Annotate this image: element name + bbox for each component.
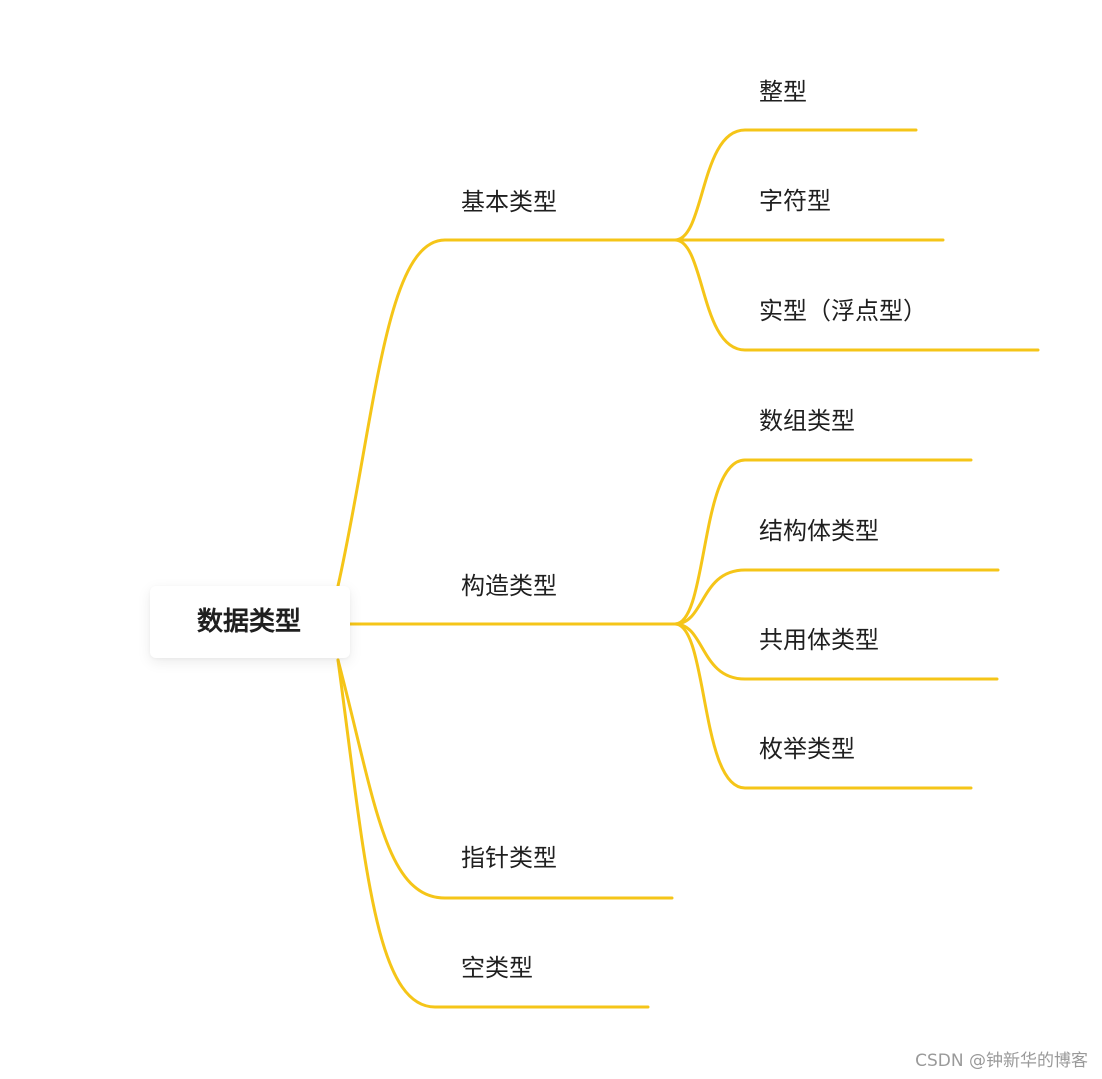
leaf-union-label[interactable]: 共用体类型 — [759, 626, 879, 654]
leaf-char-label[interactable]: 字符型 — [759, 187, 831, 215]
branch-basic-label[interactable]: 基本类型 — [461, 188, 557, 216]
leaf-struct-label[interactable]: 结构体类型 — [759, 517, 879, 545]
connector-float — [673, 238, 1040, 352]
connector-union — [673, 622, 999, 681]
branch-pointer-label[interactable]: 指针类型 — [461, 844, 557, 872]
connector-root-void — [336, 658, 650, 1009]
watermark: CSDN @钟新华的博客 — [915, 1051, 1088, 1071]
connector-enum — [673, 622, 973, 790]
connector-array — [673, 458, 973, 626]
leaf-enum-label[interactable]: 枚举类型 — [759, 735, 855, 763]
connector-root-pointer — [336, 658, 674, 900]
branch-void-label[interactable]: 空类型 — [461, 954, 533, 982]
connector-struct — [673, 568, 1000, 626]
connector-int — [673, 128, 918, 242]
branch-composite-label[interactable]: 构造类型 — [461, 572, 557, 600]
leaf-float-label[interactable]: 实型（浮点型） — [759, 297, 927, 325]
leaf-int-label[interactable]: 整型 — [759, 78, 807, 106]
connector-root-basic — [336, 238, 677, 588]
root-node-label: 数据类型 — [197, 607, 302, 637]
leaf-array-label[interactable]: 数组类型 — [759, 407, 855, 435]
root-node[interactable] — [150, 586, 350, 658]
